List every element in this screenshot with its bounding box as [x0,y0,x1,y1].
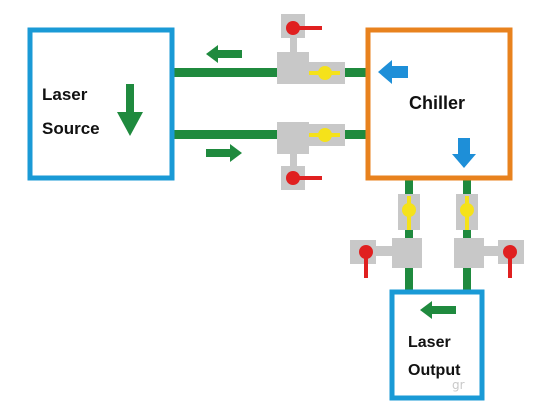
pipes [172,68,471,292]
valve-left-vertical [350,194,422,278]
arrow-down-icon [117,84,143,136]
laser-output-line1: Laser [408,334,451,351]
pipe-bottom [172,130,368,139]
valve-bottom-pipe [277,122,345,190]
pipe-right-vertical [463,180,471,292]
arrow-left-icon [378,60,408,84]
laser-source-line2: Source [42,119,100,138]
flow-arrows [117,45,456,319]
pipe-top [172,68,368,77]
chiller-box [365,27,513,181]
valve-right-vertical [454,194,524,278]
watermark: gr [452,378,465,392]
laser-output-line2: Output [408,362,461,379]
laser-source-label: Laser Source [42,78,100,146]
arrow-left-icon [206,45,242,63]
chiller-label: Chiller [409,93,466,113]
arrow-left-icon [420,301,456,319]
laser-output-label: Laser Output [408,329,460,385]
laser-source-box [27,27,175,181]
valve-top-pipe [277,14,345,84]
arrow-right-icon [206,144,242,162]
pipe-left-vertical [405,180,413,292]
arrow-down-icon [452,138,476,168]
chiller-arrows [378,60,476,168]
laser-source-line1: Laser [42,85,88,104]
